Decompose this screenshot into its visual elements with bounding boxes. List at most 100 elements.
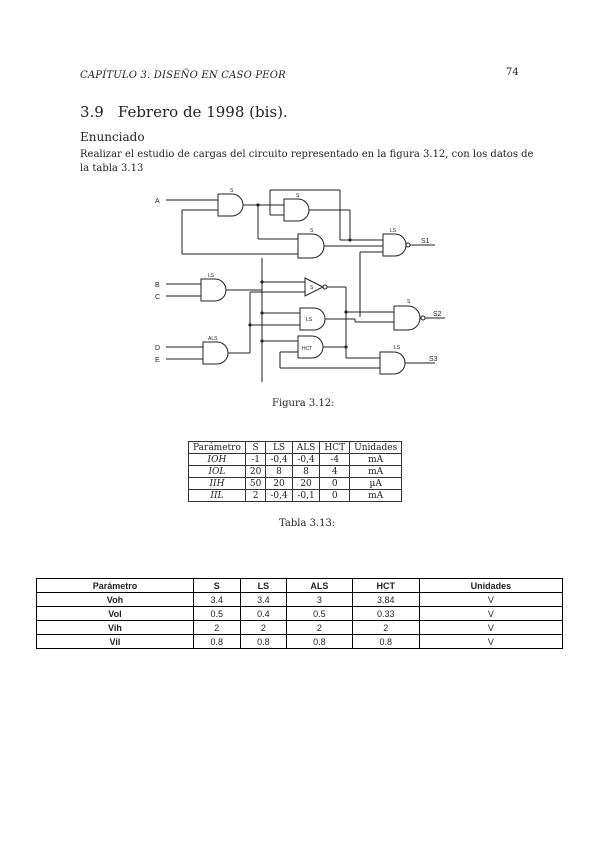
- input-e-label: E: [155, 357, 160, 364]
- header-cell: Parámetro: [188, 441, 246, 454]
- table-cell: 0.8: [192, 634, 241, 649]
- table-cell: 3: [286, 592, 353, 607]
- output-s2-label: S2: [433, 311, 442, 318]
- table-cell: V: [418, 620, 564, 635]
- table-cell: 0.8: [239, 634, 288, 649]
- gate-10-type: S: [407, 299, 411, 305]
- table-row: Vol 0.5 0.4 0.5 0.33 V: [36, 606, 564, 621]
- table-cell: 0.5: [192, 606, 241, 621]
- gate-11-type: LS: [394, 345, 401, 351]
- table-cell: -4: [319, 453, 351, 466]
- table-cell: 0.4: [239, 606, 288, 621]
- and-gate-6: [202, 341, 229, 365]
- table-cell: mA: [349, 465, 403, 478]
- table-cell: 2: [244, 489, 267, 502]
- gate-7-type: S: [310, 285, 314, 291]
- table-cell: 0.5: [286, 606, 353, 621]
- table-row: IIH 50 20 20 0 µA: [188, 477, 403, 490]
- gate-2-type: S: [296, 193, 300, 199]
- nand-gate-10: [393, 305, 421, 331]
- table-cell: 4: [319, 465, 351, 478]
- table-cell: mA: [349, 453, 403, 466]
- table-cell: µA: [349, 477, 403, 490]
- table-cell: -0,4: [265, 489, 293, 502]
- table-cell: 2: [286, 620, 353, 635]
- circuit-diagram: A B C D E S1 S2 S3 S S LS S LS ALS S LS …: [155, 188, 445, 382]
- table-cell: 0.8: [351, 634, 420, 649]
- table-cell: V: [418, 634, 564, 649]
- header-cell: LS: [239, 578, 288, 593]
- table-cell: -0,4: [291, 453, 321, 466]
- and-gate-11: [379, 351, 406, 375]
- section-title: Febrero de 1998 (bis).: [117, 103, 288, 121]
- table-cell: 3.4: [192, 592, 241, 607]
- header-cell: Unidades: [418, 578, 564, 593]
- and-gate-2: [283, 198, 310, 222]
- table-cell: -0,1: [291, 489, 321, 502]
- row-label: Voh: [36, 592, 194, 607]
- subheading-enunciado: Enunciado: [80, 130, 145, 144]
- table-cell: V: [418, 606, 564, 621]
- row-label: Vil: [36, 634, 194, 649]
- header-cell: HCT: [319, 441, 351, 454]
- not-gate-7: [304, 277, 325, 297]
- gate-5-type: LS: [390, 228, 397, 234]
- nand-gate-5: [382, 233, 407, 257]
- row-label: Vol: [36, 606, 194, 621]
- table-cell: 20: [265, 477, 293, 490]
- row-label: IOH: [188, 453, 246, 466]
- table-cell: -0,4: [265, 453, 293, 466]
- table-cell: 8: [291, 465, 321, 478]
- gate-4-type: S: [310, 228, 314, 234]
- section-number: 3.9: [80, 103, 104, 121]
- figure-caption: Figura 3.12:: [272, 398, 335, 409]
- table-row: Vih 2 2 2 2 V: [36, 620, 564, 635]
- current-parameters-table: Parámetro S LS ALS HCT Unidades IOH -1 -…: [188, 441, 403, 502]
- table-row: IOH -1 -0,4 -0,4 -4 mA: [188, 453, 403, 466]
- and-gate-4: [297, 233, 325, 259]
- output-s1-label: S1: [421, 238, 430, 245]
- and-gate-1: [217, 193, 244, 217]
- row-label: IIL: [188, 489, 246, 502]
- table-cell: 2: [239, 620, 288, 635]
- header-cell: S: [192, 578, 241, 593]
- section-heading: 3.9 Febrero de 1998 (bis).: [80, 103, 288, 121]
- table-header-row: Parámetro S LS ALS HCT Unidades: [188, 441, 403, 454]
- table-cell: 3.84: [351, 592, 420, 607]
- table-row: Voh 3.4 3.4 3 3.84 V: [36, 592, 564, 607]
- header-cell: HCT: [351, 578, 420, 593]
- row-label: IIH: [188, 477, 246, 490]
- and-gate-3: [200, 278, 227, 302]
- chapter-header: CAPÍTULO 3. DISEÑO EN CASO PEOR: [80, 70, 286, 81]
- gate-3-type: LS: [208, 273, 215, 279]
- table-row: IIL 2 -0,4 -0,1 0 mA: [188, 489, 403, 502]
- gate-9-type: HCT: [302, 346, 312, 352]
- table-cell: 0: [319, 477, 351, 490]
- problem-statement: Realizar el estudio de cargas del circui…: [80, 149, 534, 174]
- header-cell: ALS: [291, 441, 321, 454]
- table-row: Vil 0.8 0.8 0.8 0.8 V: [36, 634, 564, 649]
- gate-8-type: LS: [306, 317, 313, 323]
- table-cell: 8: [265, 465, 293, 478]
- voltage-parameters-table: Parámetro S LS ALS HCT Unidades Voh 3.4 …: [36, 578, 564, 649]
- header-cell: Parámetro: [36, 578, 194, 593]
- input-c-label: C: [155, 294, 160, 301]
- page-number: 74: [506, 67, 519, 78]
- table-cell: 0.8: [286, 634, 353, 649]
- gate-6-type: ALS: [208, 336, 218, 342]
- input-b-label: B: [155, 282, 160, 289]
- table-header-row: Parámetro S LS ALS HCT Unidades: [36, 578, 564, 593]
- table-cell: 0: [319, 489, 351, 502]
- table-cell: 3.4: [239, 592, 288, 607]
- table-cell: 0.33: [351, 606, 420, 621]
- table-cell: 20: [244, 465, 267, 478]
- table-cell: 2: [192, 620, 241, 635]
- header-cell: ALS: [286, 578, 353, 593]
- header-cell: LS: [265, 441, 293, 454]
- row-label: IOL: [188, 465, 246, 478]
- input-a-label: A: [155, 198, 160, 205]
- table-cell: V: [418, 592, 564, 607]
- table-caption: Tabla 3.13:: [279, 518, 336, 529]
- header-cell: S: [244, 441, 267, 454]
- table-row: IOL 20 8 8 4 mA: [188, 465, 403, 478]
